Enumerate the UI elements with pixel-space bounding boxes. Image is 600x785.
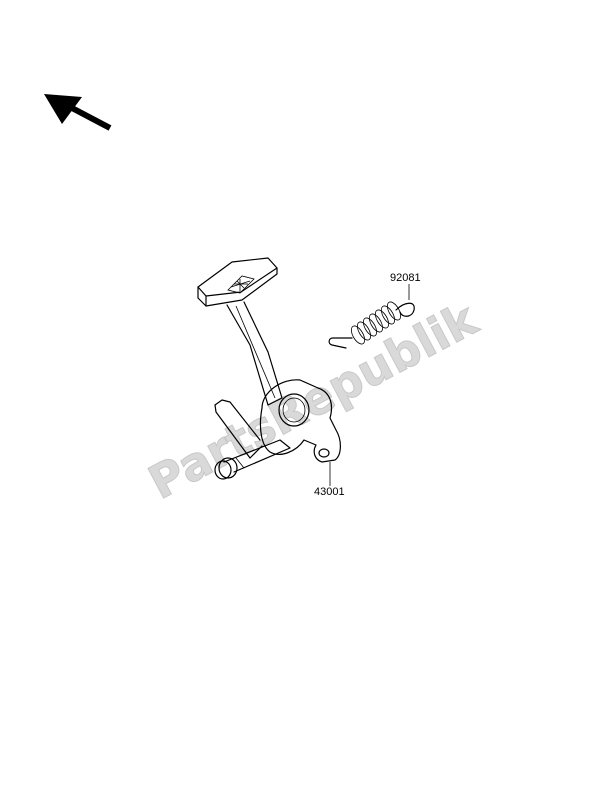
brake-pedal-drawing: [197, 257, 341, 480]
svg-text:PartsRepublik: PartsRepublik: [140, 291, 487, 510]
part-label-43001[interactable]: 43001: [314, 486, 345, 498]
arrow-up-left-icon: [44, 94, 112, 131]
part-label-92081[interactable]: 92081: [390, 272, 421, 284]
return-spring-drawing: [328, 301, 415, 349]
watermark: PartsRepublik: [139, 290, 487, 510]
